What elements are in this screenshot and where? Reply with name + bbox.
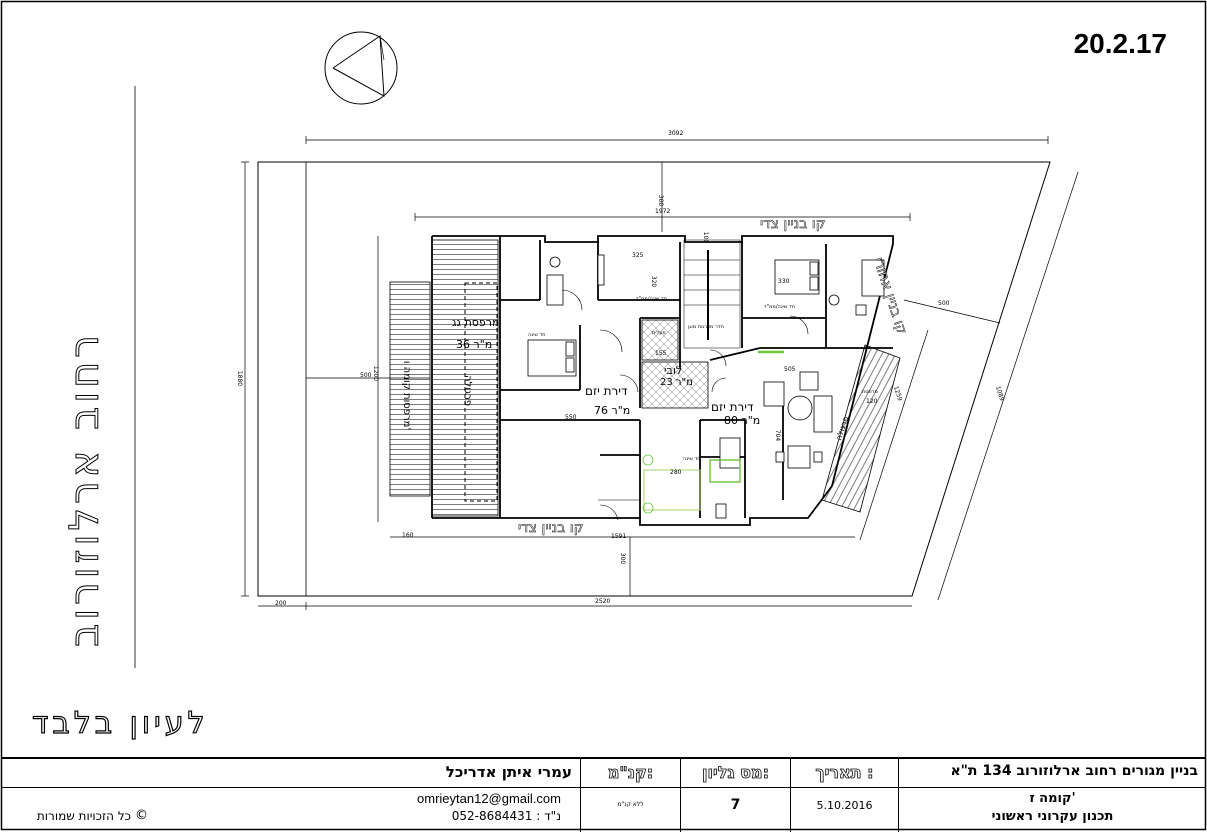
street-name-label: רחוב ארלוזורוב xyxy=(62,331,109,648)
north-arrow-icon xyxy=(324,31,398,105)
dim-room-505: 505 xyxy=(784,366,796,373)
roof-terrace-label: מרפסת גג xyxy=(452,316,500,329)
door-swings xyxy=(561,289,809,521)
project-title: בניין מגורים רחוב ארלוזורוב 134 ת"א xyxy=(950,763,1198,779)
balcony-floor-label: מרפסות קומה ו' xyxy=(401,360,413,431)
dim-room-155: 155 xyxy=(655,350,667,357)
balcony-hatch xyxy=(389,281,431,497)
building-walls xyxy=(431,235,894,526)
dim-room-280: 280 xyxy=(670,469,682,476)
apartment-right-area: 80 מ"ר xyxy=(724,414,761,427)
room-bed-2: חד שינה/ממ"ד xyxy=(764,304,796,310)
building-line-side-bottom: קו בניין צדי xyxy=(518,520,584,537)
roof-terrace-area: 36 מ"ר xyxy=(456,338,493,351)
dim-balcony-120: 120 xyxy=(866,398,878,405)
right-balcony-hatch xyxy=(821,344,901,513)
dim-bottom-overall: 2520 xyxy=(595,598,611,605)
copyright-icon: © xyxy=(135,808,148,823)
dim-left-top-label: 100 xyxy=(702,231,710,244)
dim-offset-left: 500 xyxy=(360,372,372,379)
lobby-label: לובי xyxy=(664,364,683,377)
title-block: עמרי איתן אדריכל omrieytan12@gmail.com נ… xyxy=(1,757,1206,832)
furniture xyxy=(527,254,885,519)
building-line-side-top: קו בניין צדי xyxy=(760,216,826,233)
plan-description: תכנון עקרוני ראשוני xyxy=(991,809,1114,824)
date-value: 5.10.2016 xyxy=(816,799,873,812)
room-elevator: מעלית xyxy=(652,330,666,336)
dim-room-550: 550 xyxy=(565,414,577,421)
elevator-shaft xyxy=(641,319,679,361)
lobby-area: 23 מ"ר xyxy=(660,377,693,388)
date-cell: תאריך : 5.10.2016 xyxy=(791,759,899,832)
floor-label: קומה ז' xyxy=(1029,791,1076,806)
pergola-left-label: פרגולה xyxy=(461,375,473,406)
dim-room-325: 325 xyxy=(632,252,644,259)
sheet-cell: מס גליון: 7 xyxy=(681,759,791,832)
scale-value: ללא קנ"מ xyxy=(617,801,644,808)
dim-bottom-left-2: 160 xyxy=(402,532,414,539)
dim-top-setback: 300 xyxy=(657,194,665,207)
dim-room-704: 704 xyxy=(774,429,782,442)
dim-left-height: 1880 xyxy=(236,370,244,387)
sheet-value: 7 xyxy=(730,797,741,813)
dim-room-320: 320 xyxy=(650,275,658,288)
architect-name: עמרי איתן אדריכל xyxy=(445,763,572,781)
balcony-small: מרפסת xyxy=(862,389,878,395)
issue-date: 20.2.17 xyxy=(1073,28,1167,59)
room-bed-3: חד שינה xyxy=(528,332,546,338)
dimension-lines xyxy=(241,136,1079,610)
scale-cell: קנ"מ: ללא קנ"מ xyxy=(581,759,681,832)
lobby-floor xyxy=(641,361,709,409)
dim-building-width: 1972 xyxy=(655,208,671,215)
dim-left-inner: 1200 xyxy=(372,365,380,382)
apartment-right-label: דירת יזם xyxy=(711,400,754,414)
apartment-left-label: דירת יזם xyxy=(585,384,628,398)
dim-room-330: 330 xyxy=(778,278,790,285)
dim-bottom-setback: 300 xyxy=(619,552,627,565)
for-review-only-label: לעיון בלבד xyxy=(31,705,209,741)
copyright-text: כל הזכויות שמורות xyxy=(36,809,131,823)
dim-bottom-building: 1591 xyxy=(611,533,627,540)
room-bed-1: חד שינה/ממ"ד xyxy=(636,296,668,302)
plot-outline xyxy=(257,161,1051,597)
room-stair: חדר מדרגות מוגן xyxy=(688,324,724,330)
dim-bottom-left: 200 xyxy=(275,600,287,607)
date-label: תאריך : xyxy=(815,763,874,783)
dim-top-overall: 3092 xyxy=(668,130,684,137)
architect-email: omrieytan12@gmail.com xyxy=(417,791,561,806)
architect-cell: עמרי איתן אדריכל omrieytan12@gmail.com נ… xyxy=(1,759,581,832)
pergola-left-outline xyxy=(464,282,498,502)
architect-phone: נ"ד : 052-8684431 xyxy=(451,809,561,823)
room-bed-4: חד שינה xyxy=(683,456,701,462)
stairs xyxy=(683,239,741,349)
apartment-left-area: 76 מ"ר xyxy=(594,404,631,417)
project-cell: בניין מגורים רחוב ארלוזורוב 134 ת"א קומה… xyxy=(899,759,1206,832)
scale-label: קנ"מ: xyxy=(607,763,654,783)
dim-right-setback: 500 xyxy=(938,300,950,307)
sheet-label: מס גליון: xyxy=(702,763,770,783)
